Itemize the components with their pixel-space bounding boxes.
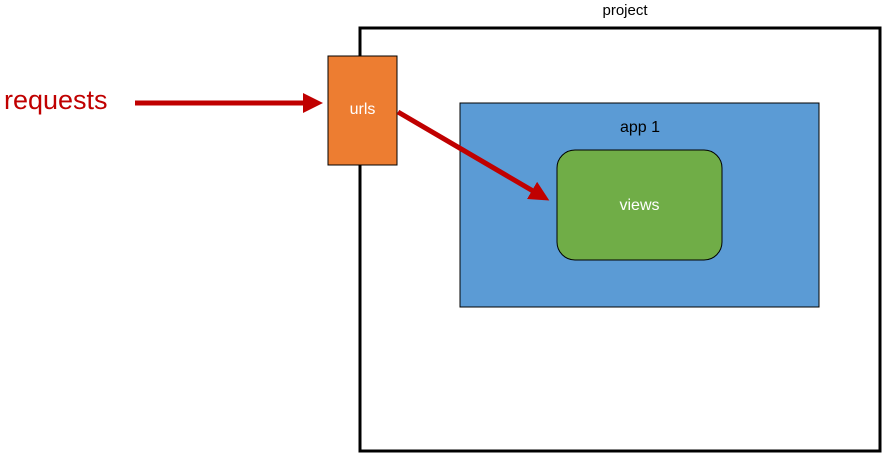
urls-box: [327, 55, 398, 166]
project-label: project: [602, 2, 648, 19]
urls-to-views-arrow: [396, 109, 550, 201]
requests-label: requests: [4, 85, 108, 115]
views-box: [556, 149, 723, 261]
urls-label: urls: [349, 101, 376, 118]
app-label: app 1: [619, 119, 661, 136]
views-label: views: [619, 197, 660, 214]
